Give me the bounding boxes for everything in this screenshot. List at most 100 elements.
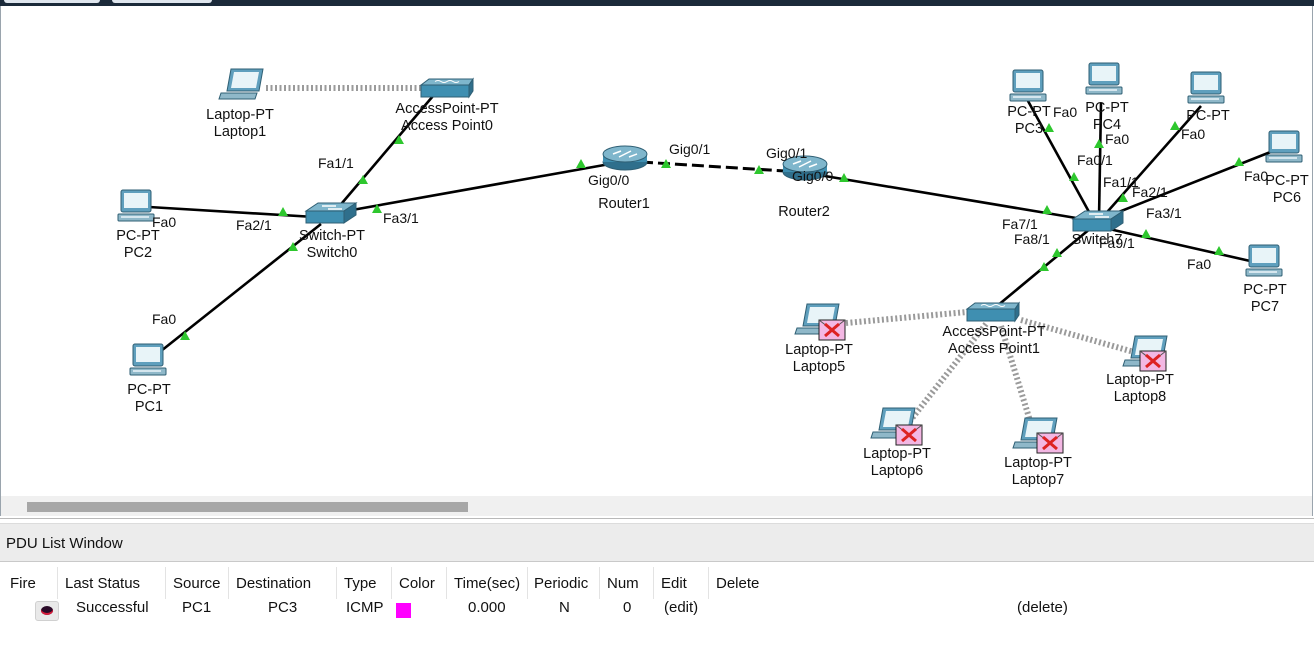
port-label: Fa0: [152, 214, 177, 230]
column-divider: [446, 567, 447, 599]
envelope-error-icon: [894, 423, 924, 447]
pc7-device: [1245, 244, 1283, 277]
row-source: PC1: [182, 599, 212, 616]
row-type: ICMP: [346, 599, 384, 616]
envelope-error-icon: [1138, 349, 1168, 373]
port-label: Fa1/1: [318, 155, 354, 171]
column-divider: [391, 567, 392, 599]
envelope-error-icon: [817, 318, 847, 342]
row-destination: PC3: [268, 599, 298, 616]
port-label: Fa0: [152, 311, 177, 327]
wireless-links: [266, 85, 1142, 428]
port-label: Fa1/1: [1103, 174, 1139, 190]
header-edit: Edit: [661, 575, 687, 592]
switch7-device: [1072, 210, 1124, 232]
envelope-error-icon: [1035, 431, 1065, 455]
column-divider: [599, 567, 600, 599]
header-color: Color: [399, 575, 435, 592]
row-color-swatch: [396, 603, 411, 618]
row-last-status: Successful: [76, 599, 149, 616]
topology-canvas: [117, 62, 1303, 455]
column-divider: [228, 567, 229, 599]
port-label: Fa8/1: [1014, 231, 1050, 247]
port-label: Fa3/1: [383, 210, 419, 226]
horizontal-scrollbar[interactable]: [1, 496, 1312, 516]
port-label: Fa0: [1181, 126, 1206, 142]
port-label: Gig0/1: [669, 141, 711, 157]
pc2-device: [117, 189, 155, 222]
toolbar-tab[interactable]: [4, 0, 100, 3]
delete-link[interactable]: (delete): [1017, 599, 1068, 616]
pdu-table: Fire Last Status Source Destination Type…: [0, 565, 1314, 647]
cable-links: [148, 95, 1274, 353]
port-label: Fa2/1: [1132, 184, 1168, 200]
port-label: Fa0: [1244, 168, 1269, 184]
fire-button-icon[interactable]: [35, 601, 59, 621]
router1-label[interactable]: Router1: [598, 196, 650, 212]
header-destination: Destination: [236, 575, 312, 592]
column-divider: [653, 567, 654, 599]
pdu-list-window: PDU List Window Fire Last Status Source …: [0, 518, 1314, 647]
row-periodic: N: [559, 599, 570, 616]
port-label: Gig0/1: [766, 145, 808, 161]
header-type: Type: [344, 575, 377, 592]
toolbar-tab[interactable]: [112, 0, 212, 3]
port-label: Fa0/1: [1077, 152, 1113, 168]
access-point1-device: [966, 302, 1020, 322]
row-num: 0: [623, 599, 632, 616]
pc4-device: [1085, 62, 1123, 95]
switch7-label[interactable]: Switch7: [1071, 232, 1123, 248]
header-source: Source: [173, 575, 221, 592]
port-label: Gig0/0: [588, 172, 630, 188]
port-label: Gig0/0: [792, 168, 834, 184]
pc3-device: [1009, 69, 1047, 102]
edit-link[interactable]: (edit): [664, 599, 699, 616]
pdu-window-title: PDU List Window: [6, 535, 123, 552]
row-time: 0.000: [468, 599, 506, 616]
port-label: Fa0: [1105, 131, 1130, 147]
pdu-window-title-bar[interactable]: PDU List Window: [0, 523, 1314, 562]
pc5-device: [1187, 71, 1225, 104]
header-periodic: Periodic: [534, 575, 589, 592]
port-label: Fa0: [1187, 256, 1212, 272]
pc1-device: [129, 343, 167, 376]
port-label: Fa9/1: [1099, 235, 1135, 251]
pc6-device: [1265, 130, 1303, 163]
column-divider: [527, 567, 528, 599]
router2-label[interactable]: Router2: [778, 204, 830, 220]
scrollbar-thumb[interactable]: [27, 502, 468, 512]
port-label: Fa0: [1053, 104, 1078, 120]
column-divider: [57, 567, 58, 599]
port-label: Fa7/1: [1002, 216, 1038, 232]
port-label: Fa3/1: [1146, 205, 1182, 221]
header-fire: Fire: [10, 575, 36, 592]
access-point0-device: [420, 78, 474, 98]
header-time: Time(sec): [454, 575, 521, 592]
header-num: Num: [607, 575, 639, 592]
port-label: Fa2/1: [236, 217, 272, 233]
column-divider: [336, 567, 337, 599]
pc5-label[interactable]: PC-PT: [1186, 108, 1230, 124]
switch0-device: [305, 202, 357, 224]
laptop1-device: [218, 68, 264, 100]
column-divider: [708, 567, 709, 599]
header-last-status: Last Status: [65, 575, 141, 592]
column-divider: [165, 567, 166, 599]
router1-device: [602, 145, 648, 171]
header-delete: Delete: [716, 575, 760, 592]
